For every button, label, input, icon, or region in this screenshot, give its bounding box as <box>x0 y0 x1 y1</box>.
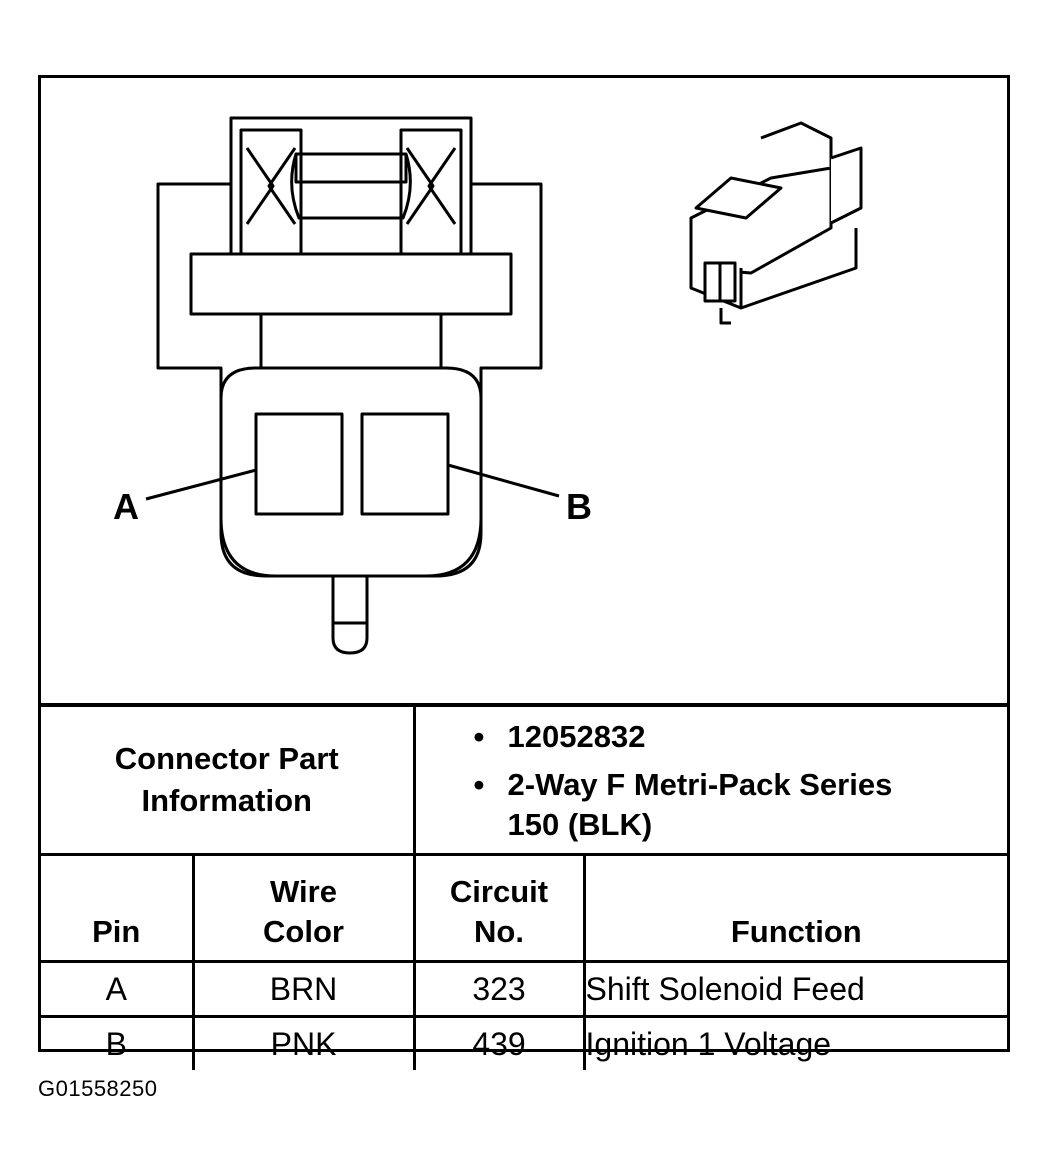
wire-color-cell: PNK <box>191 1015 416 1070</box>
function-cell: Shift Solenoid Feed <box>582 960 1008 1018</box>
connector-table: Connector Part Information 12052832 2-Wa… <box>41 703 1008 1070</box>
pin-a-callout: A <box>113 486 139 527</box>
connector-description: 2-Way F Metri-Pack Series 150 (BLK) <box>474 765 1008 845</box>
connector-face <box>219 366 483 578</box>
diagram-frame: A B Connector Part Information 12052832 … <box>38 75 1010 1070</box>
key-peg <box>331 576 369 655</box>
header-pin: Pin <box>41 853 195 963</box>
connector-info-label: Connector Part Information <box>41 703 416 856</box>
pin-cell: B <box>41 1015 195 1070</box>
latch-clip <box>229 118 473 254</box>
connector-3d-sketch <box>689 121 863 325</box>
connector-diagram <box>145 116 863 655</box>
table-row: B PNK 439 Ignition 1 Voltage <box>41 1015 1008 1070</box>
header-function: Function <box>582 853 1008 963</box>
table-row: A BRN 323 Shift Solenoid Feed <box>41 960 1008 1018</box>
label-line-1: Connector Part <box>114 741 339 776</box>
cavity-a <box>254 412 344 516</box>
circuit-cell: 323 <box>412 960 586 1018</box>
header-wire-color: Wire Color <box>191 853 416 963</box>
label-line-2: Information <box>141 783 313 818</box>
figure-id: G01558250 <box>38 1076 158 1101</box>
header-circuit: Circuit No. <box>412 853 586 963</box>
pin-cell: A <box>41 960 195 1018</box>
function-cell: Ignition 1 Voltage <box>582 1015 1008 1070</box>
latch-bar <box>189 252 513 316</box>
pin-b-callout: B <box>566 486 592 527</box>
connector-info-values: 12052832 2-Way F Metri-Pack Series 150 (… <box>412 703 1008 856</box>
circuit-cell: 439 <box>412 1015 586 1070</box>
cavity-b <box>360 412 450 516</box>
part-number: 12052832 <box>474 717 1008 757</box>
connector-body-outline <box>156 116 543 578</box>
wire-color-cell: BRN <box>191 960 416 1018</box>
